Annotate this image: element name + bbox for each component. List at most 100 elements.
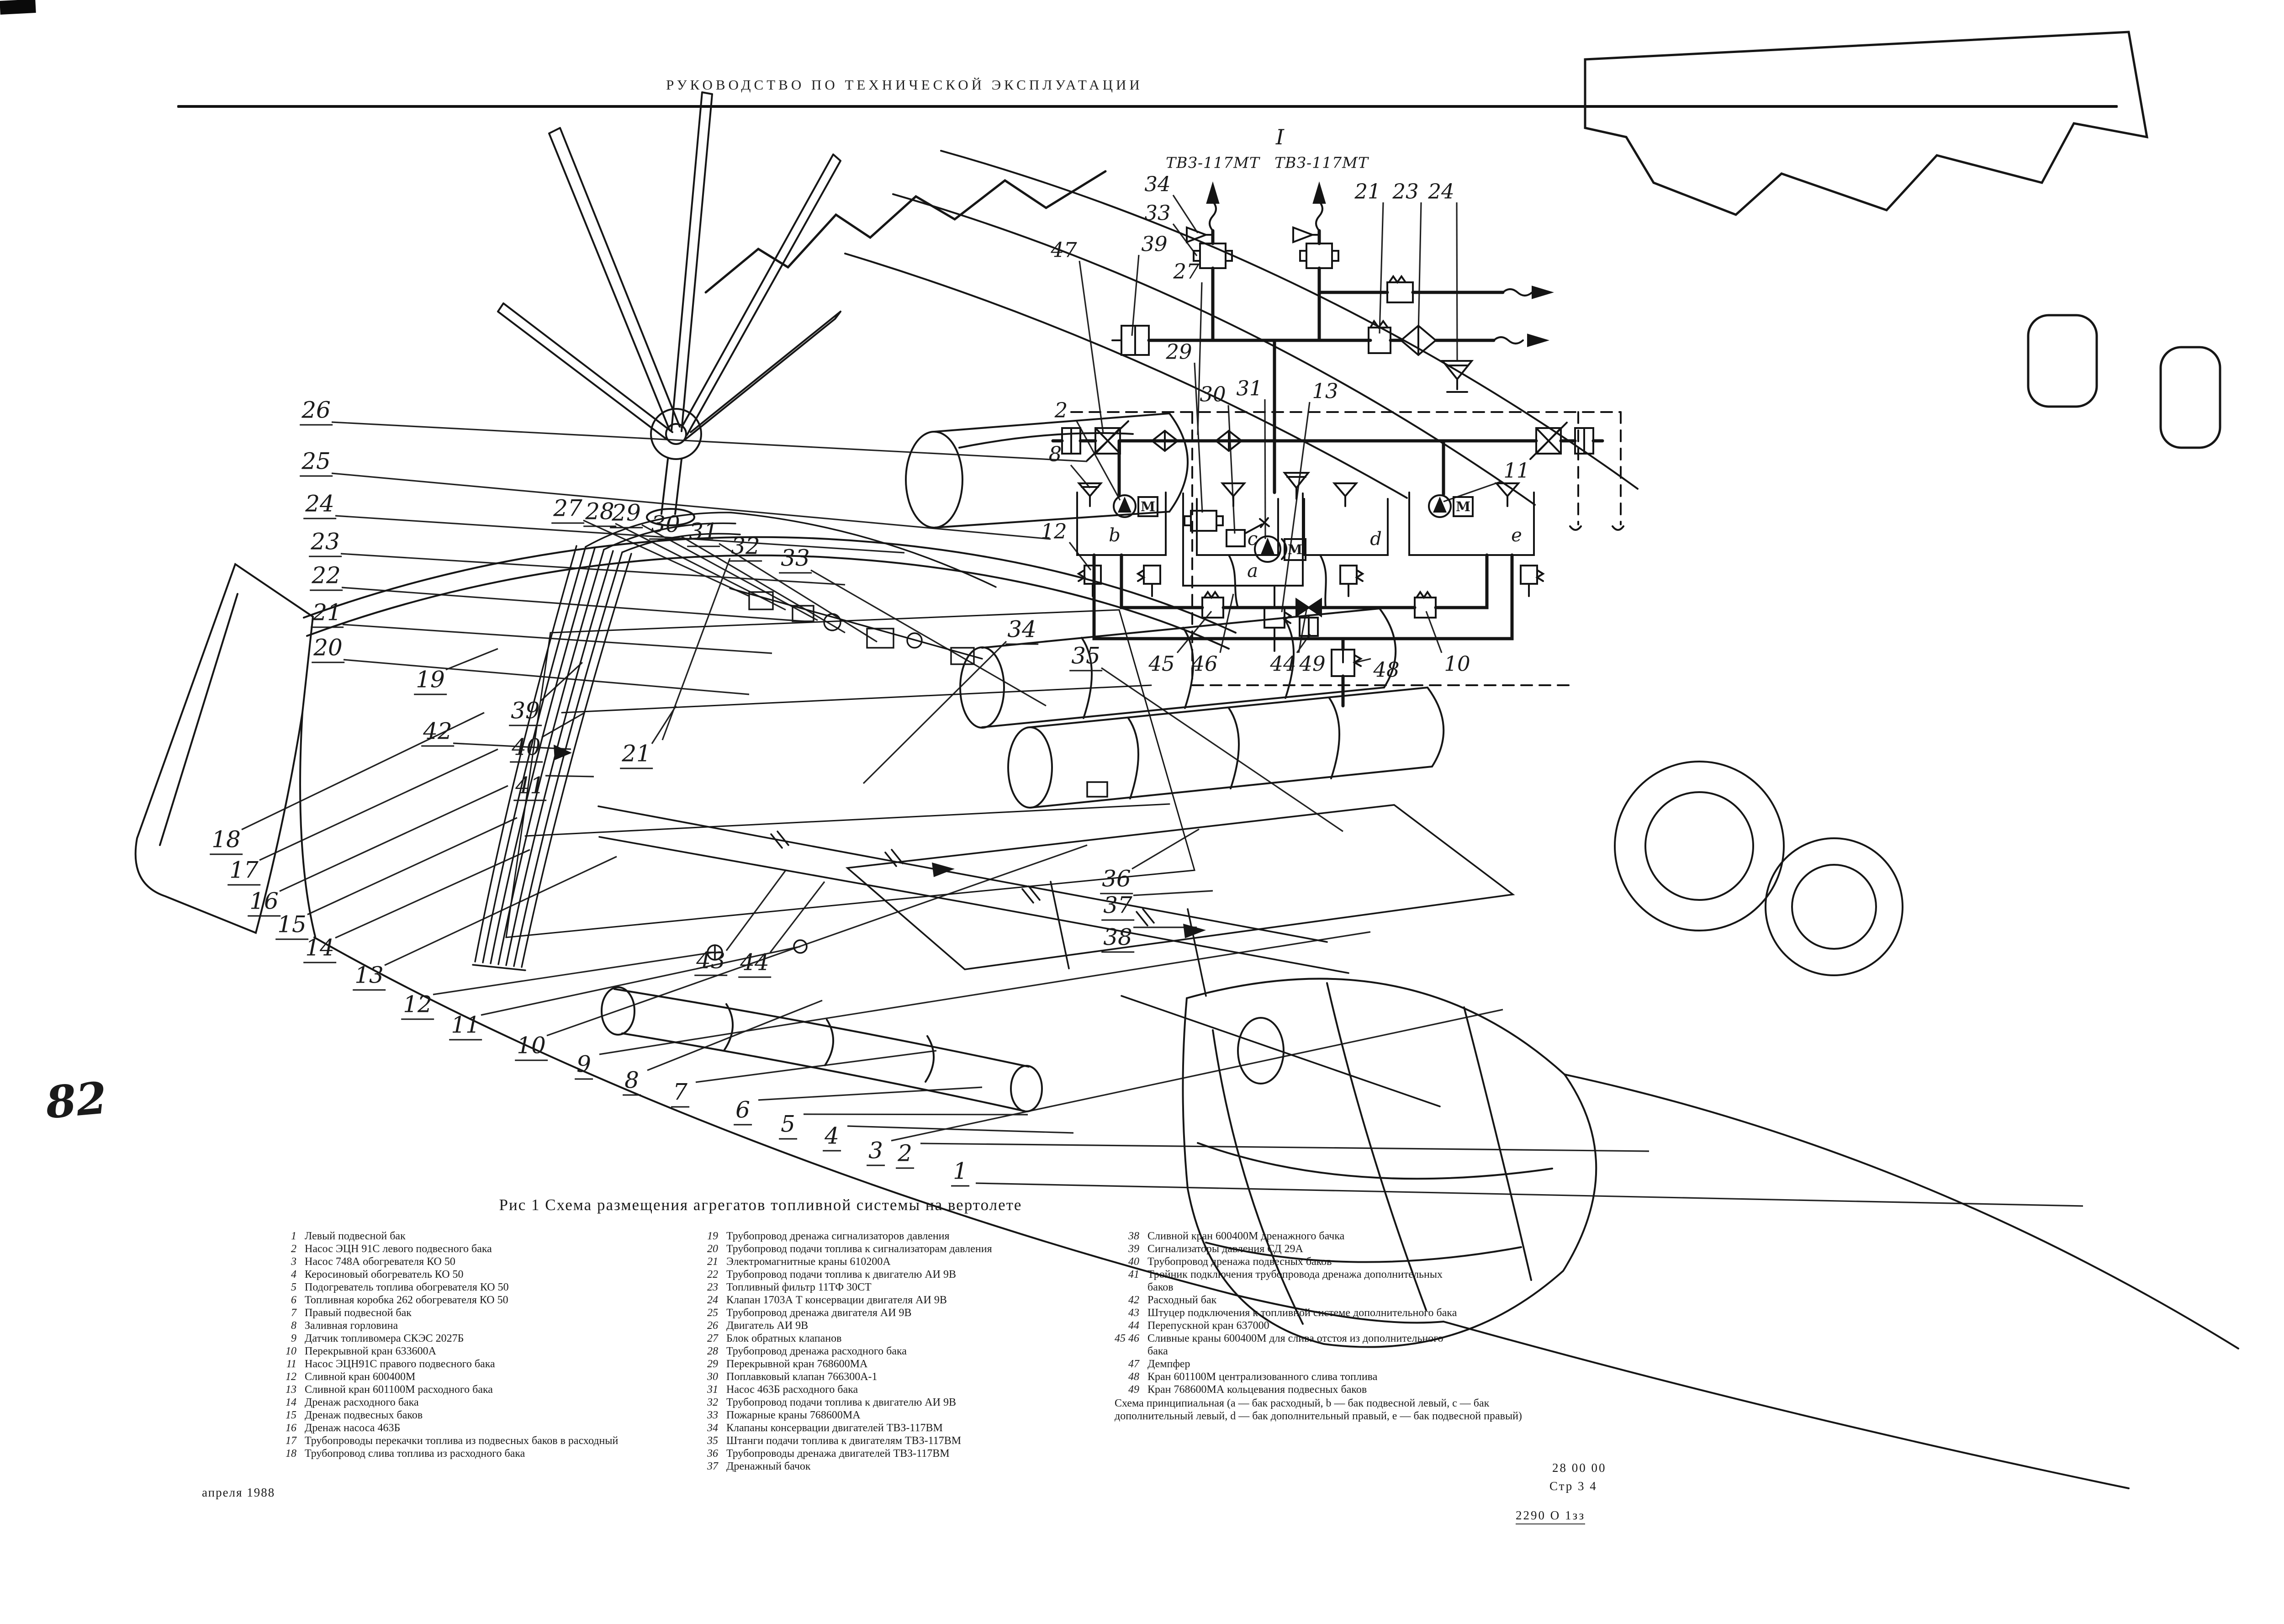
legend-item-number: 23 — [707, 1281, 718, 1293]
leader-line-31 — [719, 543, 878, 643]
leader-line-25 — [331, 472, 1051, 540]
leader-line-21 — [342, 624, 772, 654]
leader-line-37 — [1133, 890, 1213, 896]
legend-item-number: 27 — [707, 1333, 718, 1344]
main-rotor — [497, 91, 841, 526]
legend-item-text: Двигатель АИ 9В — [726, 1320, 809, 1332]
leader-line-43 — [725, 870, 787, 951]
leader-line-23 — [340, 553, 846, 586]
legend-item-number: 32 — [707, 1397, 718, 1408]
legend-item-number: 15 — [286, 1409, 296, 1421]
legend-item-text: Трубопровод дренажа расходного бака — [726, 1345, 907, 1357]
leader-line-2 — [920, 1143, 1650, 1152]
leader-line-16 — [279, 785, 508, 892]
helicopter-art — [134, 31, 2239, 1489]
leader-line-34 — [1172, 195, 1199, 233]
page-number: Стр 3 4 — [1549, 1479, 1597, 1493]
schematic-drain-valves — [1077, 565, 1545, 597]
legend-item-number: 28 — [707, 1345, 718, 1357]
legend-item-text: Насос ЭЦН91С правого подвесного бака — [305, 1358, 495, 1370]
legend-item-text: Насос 463Б расходного бака — [726, 1384, 858, 1396]
legend-item-text: Поплавковый клапан 766300А-1 — [726, 1371, 878, 1383]
legend-item-text: Клапан 1703А Т консервации двигателя АИ … — [726, 1294, 947, 1306]
legend-item-number: 48 — [1128, 1371, 1139, 1383]
legend-item-number: 2 — [291, 1243, 296, 1255]
doc-code: 2290 О 1зз — [1516, 1508, 1586, 1524]
legend-item-text: Пожарные краны 768600МА — [726, 1409, 861, 1421]
leader-line-32 — [661, 558, 731, 741]
leader-line-42 — [453, 742, 571, 750]
leader-line-27 — [1197, 282, 1203, 435]
legend-item-text: Трубопровод слива топлива из расходного … — [305, 1448, 525, 1460]
cutaway-edges — [704, 31, 2221, 449]
leader-line-34 — [862, 640, 1007, 784]
leader-line-26 — [331, 421, 1088, 462]
schematic-main-lines — [1051, 229, 1604, 708]
legend-item-number: 37 — [707, 1460, 718, 1472]
legend-item-number: 39 — [1128, 1243, 1139, 1255]
legend-item-number: 19 — [707, 1230, 718, 1242]
figure-caption: Рис 1 Схема размещения агрегатов топливн… — [499, 1196, 1022, 1214]
legend-item-text: Сливные краны 600400М для слива отстоя и… — [1147, 1333, 1443, 1357]
leader-line-39 — [1131, 254, 1140, 336]
legend-footnote: Схема принципиальная (а — бак расходный,… — [1115, 1397, 1522, 1422]
page-header: РУКОВОДСТВО ПО ТЕХНИЧЕСКОЙ ЭКСПЛУАТАЦИИ — [666, 77, 1143, 93]
legend-item-number: 47 — [1128, 1358, 1139, 1370]
legend-item-text: Дренаж насоса 463Б — [305, 1422, 401, 1434]
legend-item-38: 38 Сливной кран 600400М дренажного бачка — [1105, 1230, 1553, 1243]
leader-line-30 — [681, 535, 846, 634]
leader-line-3 — [891, 1009, 1503, 1142]
leader-line-47 — [1079, 260, 1104, 434]
leader-line-5 — [803, 1113, 1028, 1116]
legend-item-text: Перекрывной кран 768600МА — [726, 1358, 868, 1370]
legend-item-text: Заливная горловина — [305, 1320, 398, 1332]
legend-item-number: 25 — [707, 1307, 718, 1319]
legend-item-text: Трубопровод дренажа сигнализаторов давле… — [726, 1230, 950, 1242]
legend-item-number: 14 — [286, 1397, 296, 1408]
leader-line-24 — [335, 515, 905, 554]
legend-item-number: 34 — [707, 1422, 718, 1434]
legend-item-text: Тройник подключения трубопровода дренажа… — [1147, 1269, 1443, 1293]
legend-item-text: Кран 601100М централизованного слива топ… — [1147, 1371, 1378, 1383]
leader-line-15 — [307, 817, 518, 915]
legend-item-text: Трубопровод дренажа подвесных баков — [1147, 1256, 1332, 1268]
leader-line-41 — [545, 775, 594, 778]
legend-item-number: 7 — [291, 1307, 296, 1319]
legend-item-number: 44 — [1128, 1320, 1139, 1332]
legend-item-number: 17 — [286, 1435, 296, 1447]
leader-line-8 — [647, 1000, 823, 1071]
schematic-tanks — [1076, 482, 1535, 556]
legend-item-text: Штуцер подключения к топливной системе д… — [1147, 1307, 1457, 1319]
legend-item-37: 37 Дренажный бачок — [684, 1460, 1086, 1473]
leader-line-4 — [847, 1125, 1074, 1134]
legend-item-text: Сливной кран 600400М дренажного бачка — [1147, 1230, 1345, 1242]
legend-item-text: Дренажный бачок — [726, 1460, 811, 1472]
legend-item-text: Электромагнитные краны 610200А — [726, 1256, 891, 1268]
suspended-tank-left — [601, 986, 1043, 1112]
legend-item-number: 38 — [1128, 1230, 1139, 1242]
legend-item-number: 6 — [291, 1294, 296, 1306]
legend-item-number: 45 46 — [1115, 1333, 1139, 1344]
fuel-piping — [597, 781, 1515, 1107]
legend-item-text: Трубопровод подачи топлива к двигателю А… — [726, 1397, 956, 1408]
